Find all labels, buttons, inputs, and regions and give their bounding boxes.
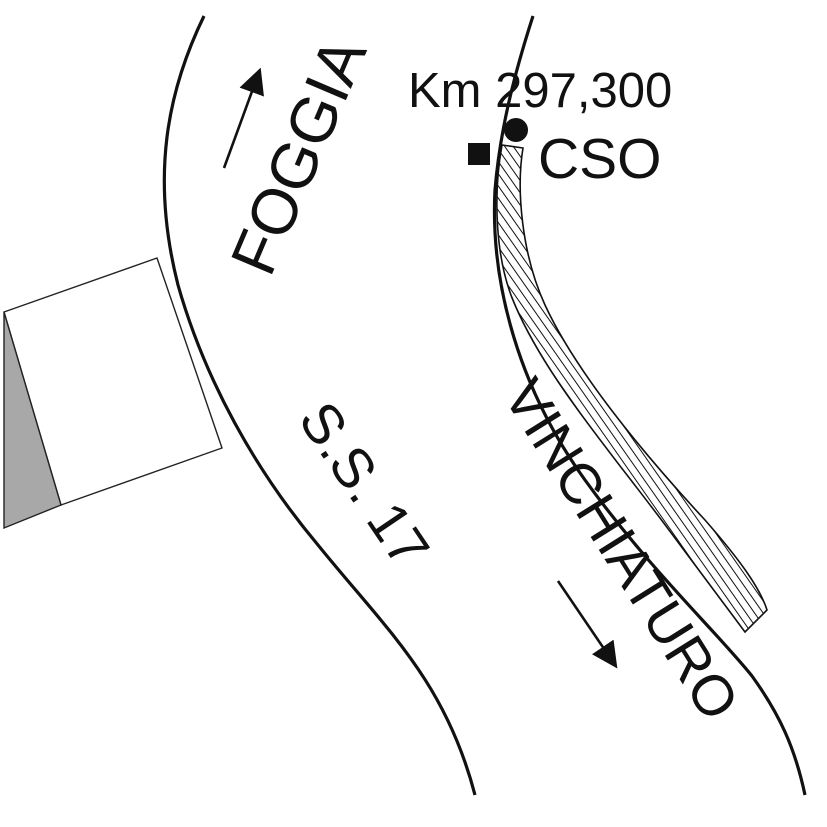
arrow-down-right-icon [556,580,618,669]
building-shadow [3,311,62,530]
road-left-edge [162,15,477,796]
square-marker-icon [468,143,490,165]
hatched-shoulder [496,144,768,634]
building [3,257,223,530]
road-name-label: S.S. 17 [287,390,442,578]
station-code-label: CSO [538,127,662,191]
kilometer-marker-label: Km 297,300 [408,64,672,118]
direction-label-north: FOGGIA [217,27,381,285]
arrow-up-right-icon [222,67,264,169]
road-right-edge [492,15,807,796]
circle-marker-icon [504,118,528,142]
